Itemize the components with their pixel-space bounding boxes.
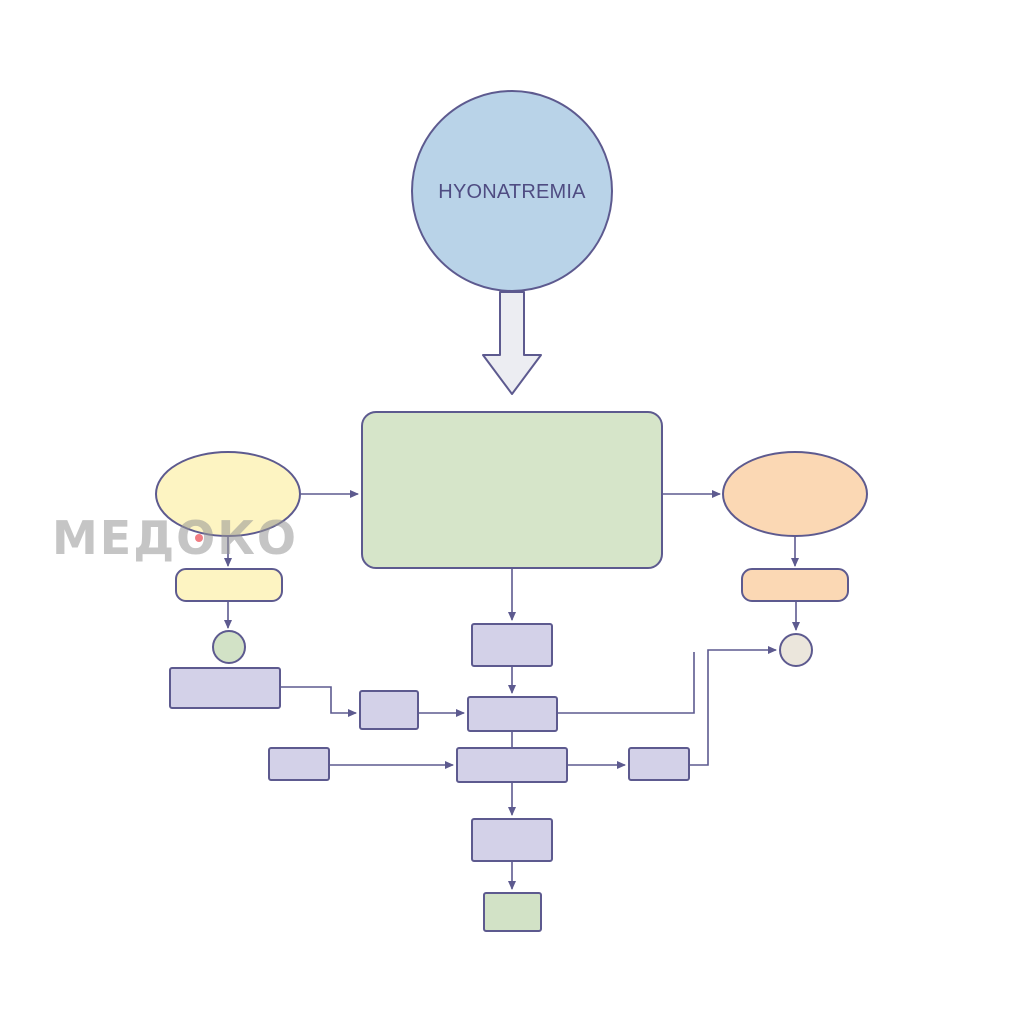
left-wide-box bbox=[169, 667, 281, 709]
left-lower-box bbox=[268, 747, 330, 781]
center-green-box bbox=[483, 892, 542, 932]
right-lower-box bbox=[628, 747, 690, 781]
top-circle-title: HYONATREMIA bbox=[438, 181, 586, 203]
arrow-left-wide-to-small bbox=[281, 686, 357, 717]
watermark-dot-icon bbox=[195, 534, 203, 542]
watermark-logo: МЕДОКО bbox=[52, 508, 302, 579]
right-orange-pill bbox=[741, 568, 849, 602]
central-box bbox=[361, 411, 663, 569]
center-box-1 bbox=[471, 623, 553, 667]
left-small-box bbox=[359, 690, 419, 730]
left-ellipse-node bbox=[155, 451, 301, 537]
left-small-circle bbox=[212, 630, 246, 664]
center-box-4 bbox=[471, 818, 553, 862]
center-box-3 bbox=[456, 747, 568, 783]
watermark-text: МЕДОКО bbox=[52, 511, 298, 565]
block-arrow-down bbox=[482, 291, 542, 395]
connector-center-2-to-right bbox=[557, 652, 695, 714]
right-small-circle bbox=[779, 633, 813, 667]
right-ellipse-node bbox=[722, 451, 868, 537]
left-yellow-pill bbox=[175, 568, 283, 602]
arrow-right-lower-to-right-circle bbox=[689, 646, 777, 766]
center-box-2 bbox=[467, 696, 558, 732]
